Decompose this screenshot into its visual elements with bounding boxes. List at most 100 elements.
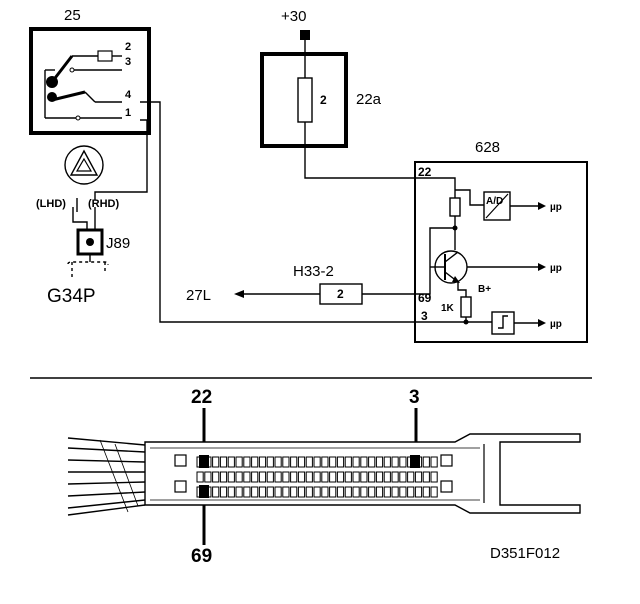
lhd-label: (LHD) <box>36 198 66 210</box>
pin-cavity <box>290 456 298 468</box>
ecu-output-1: µp <box>550 202 562 213</box>
pin-cavity <box>430 456 438 468</box>
pin-cavity <box>305 471 313 483</box>
arrow-left-icon <box>234 290 244 298</box>
pin-cavity <box>313 456 321 468</box>
pin-cavity <box>430 471 438 483</box>
pin-cavity <box>305 486 313 498</box>
pin-cavity <box>266 471 274 483</box>
destination-label: 27L <box>186 287 211 304</box>
pin-cavity <box>407 471 415 483</box>
schmitt-trigger-icon <box>498 315 508 329</box>
ecu-id: 628 <box>475 139 500 156</box>
pin-cavity <box>329 486 337 498</box>
ad-diagonal <box>485 193 509 219</box>
ecu-internal-wire-e <box>457 282 467 297</box>
pin-cavity <box>227 471 235 483</box>
pin-cavity <box>399 471 407 483</box>
ecu-internal-wire-c <box>429 227 455 240</box>
pin-cavity <box>368 456 376 468</box>
pin-cavity <box>258 471 267 483</box>
ecu-resistor-upper <box>449 197 461 217</box>
pin-cavity <box>313 471 321 483</box>
pin-cavity <box>352 486 360 498</box>
wire-lhd-to-switch <box>72 207 88 230</box>
harness-wires <box>67 437 146 516</box>
ecu-wire-to-ad <box>455 189 484 206</box>
resistor-1k-label: 1K <box>441 303 455 314</box>
pin-cavity <box>274 486 282 498</box>
pin-cavity <box>391 471 399 483</box>
pin-cavity <box>329 471 337 483</box>
pin-cavity <box>251 471 259 483</box>
pin-cavity <box>321 456 329 468</box>
relay-box <box>29 27 151 135</box>
pin-cavity <box>321 486 329 498</box>
wire-ecu69-to-h33 <box>362 280 431 295</box>
ecu-output-arrow-1 <box>538 202 546 210</box>
switch-j89-label: J89 <box>106 235 130 252</box>
ground-g34p-label: G34P <box>47 286 96 307</box>
pin-cavity <box>391 486 399 498</box>
pin-cavity <box>282 471 290 483</box>
relay-pin-1: 1 <box>125 107 131 119</box>
pin-cavity <box>235 456 243 468</box>
pin-cavity <box>274 471 282 483</box>
pin-cavity <box>290 486 298 498</box>
pin-cavity <box>329 456 337 468</box>
ecu-pin-22: 22 <box>418 165 432 179</box>
pin-cavity <box>251 456 259 468</box>
ecu-output-arrow-3 <box>538 319 546 327</box>
switch-j89-contact <box>86 238 94 246</box>
pin-cavity <box>344 471 352 483</box>
transistor-arrow <box>452 276 460 283</box>
pin-cavity <box>266 456 274 468</box>
pin-cavity <box>336 486 345 498</box>
connector-pin-69-label: 69 <box>191 546 212 567</box>
pin-cavity <box>258 456 267 468</box>
connector-pin-grid <box>196 455 438 498</box>
pin-cavity <box>219 471 228 483</box>
pin-cavity <box>321 471 329 483</box>
relay-pin-2: 2 <box>125 41 131 53</box>
pin-cavity <box>243 486 251 498</box>
wire-fuse-to-ecu22 <box>304 122 456 190</box>
pin-cavity <box>414 486 423 498</box>
pin-cavity <box>243 471 251 483</box>
pin-cavity <box>243 456 251 468</box>
wire-relay1-to-switch <box>94 119 148 200</box>
pin-cavity <box>219 486 228 498</box>
fuse-icon <box>297 77 313 123</box>
pin-cavity <box>368 486 376 498</box>
supply-terminal <box>300 30 310 40</box>
pin-cavity <box>352 471 360 483</box>
pin-cavity <box>212 471 220 483</box>
pin-cavity <box>313 486 321 498</box>
hazard-warning-icon <box>64 145 104 185</box>
bplus-label: B+ <box>478 284 491 295</box>
wire-relay4-to-ecu3 <box>140 101 492 323</box>
pin-cavity <box>375 456 384 468</box>
supply-label: +30 <box>281 8 306 25</box>
connector-h33-pin: 2 <box>337 287 344 301</box>
pin-cavity <box>344 456 352 468</box>
pin-cavity <box>336 456 345 468</box>
relay-pin-3: 3 <box>125 56 131 68</box>
pin-cavity <box>375 471 384 483</box>
pin-cavity <box>235 471 243 483</box>
pin-cavity <box>204 471 212 483</box>
ecu-output-3: µp <box>550 319 562 330</box>
pin-cavity <box>266 486 274 498</box>
pin-cavity <box>282 456 290 468</box>
ecu-pin-3: 3 <box>421 309 428 323</box>
connector-pin-22-label: 22 <box>191 387 212 408</box>
pin-cavity <box>212 456 220 468</box>
pin-cavity-highlight <box>199 485 209 498</box>
pin-cavity <box>212 486 220 498</box>
figure-code: D351F012 <box>490 545 560 562</box>
pin-cavity <box>274 456 282 468</box>
pin-cavity <box>352 456 360 468</box>
pin-cavity <box>414 471 423 483</box>
transistor-collector <box>444 251 459 263</box>
